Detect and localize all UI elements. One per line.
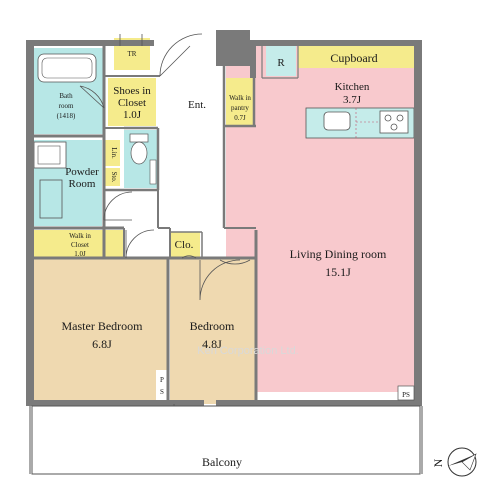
ps-right-box [397,385,415,401]
sink-icon [323,111,351,131]
powder-label-2: Room [69,178,96,190]
shoes-closet-area: 1.0J [123,109,142,121]
watermark: Ken Corporation Ltd. [197,345,299,357]
ps-right-label: PS [402,391,410,399]
interior-walls [34,44,299,404]
shoes-closet-label-1: Shoes in [113,85,151,97]
entrance-label: Ent. [188,99,206,111]
master-bedroom-label: Master Bedroom [62,319,144,333]
ps-left-label-2: S [160,388,164,396]
bedroom-area: 4.8J [202,337,222,351]
cupboard-label: Cupboard [330,51,377,65]
bedroom-floor [170,258,255,404]
shoes-closet-floor [108,78,156,126]
clo-label: Clo. [175,239,194,251]
living-dining-area: 15.1J [325,265,351,279]
kitchen-label: Kitchen [335,81,370,93]
sto-floor [104,168,120,186]
bath-label-2: room [59,102,74,110]
powder-label-1: Powder [65,166,99,178]
walk-in-pantry-floor [226,78,254,126]
living-dining-label: Living Dining room [290,247,387,261]
kitchen-area: 3.7J [343,94,362,106]
compass-icon: N [431,447,477,477]
bath-label-1: Bath [59,92,73,100]
pantry-label-2: pantry [231,104,249,112]
stove-icon [379,110,409,134]
lin-label: Lin. [110,147,118,159]
shoes-closet-label-2: Closet [118,97,146,109]
toilet-icon [130,141,148,165]
refrigerator-label: R [277,57,285,69]
lin-floor [104,140,120,166]
pantry-area: 0.7J [234,114,246,122]
tr-label: TR [128,50,137,58]
door-swings [79,33,251,441]
sto-label: Sto. [110,171,118,182]
cupboard-floor [298,46,414,68]
bath-size: (1418) [57,112,76,120]
ps-left-floor [156,370,168,400]
washbasin-icon [33,141,67,169]
walk-in-closet-label-2: Closet [71,241,89,249]
washing-machine-icon [39,179,63,219]
clo-floor [170,232,200,258]
bathtub-icon [37,53,97,83]
bedroom-label: Bedroom [190,319,235,333]
pantry-label-1: Walk in [229,94,251,102]
walk-in-closet-floor [34,230,124,258]
walk-in-closet-area: 1.0J [74,250,86,258]
ps-left-label-1: P [160,376,164,384]
master-bedroom-area: 6.8J [92,337,112,351]
compass-north-label: N [431,458,445,467]
walk-in-closet-label-1: Walk in [69,232,91,240]
master-bedroom-floor [34,258,168,404]
balcony-area [31,405,421,475]
balcony-label: Balcony [202,455,242,469]
refrigerator-floor [266,46,296,76]
